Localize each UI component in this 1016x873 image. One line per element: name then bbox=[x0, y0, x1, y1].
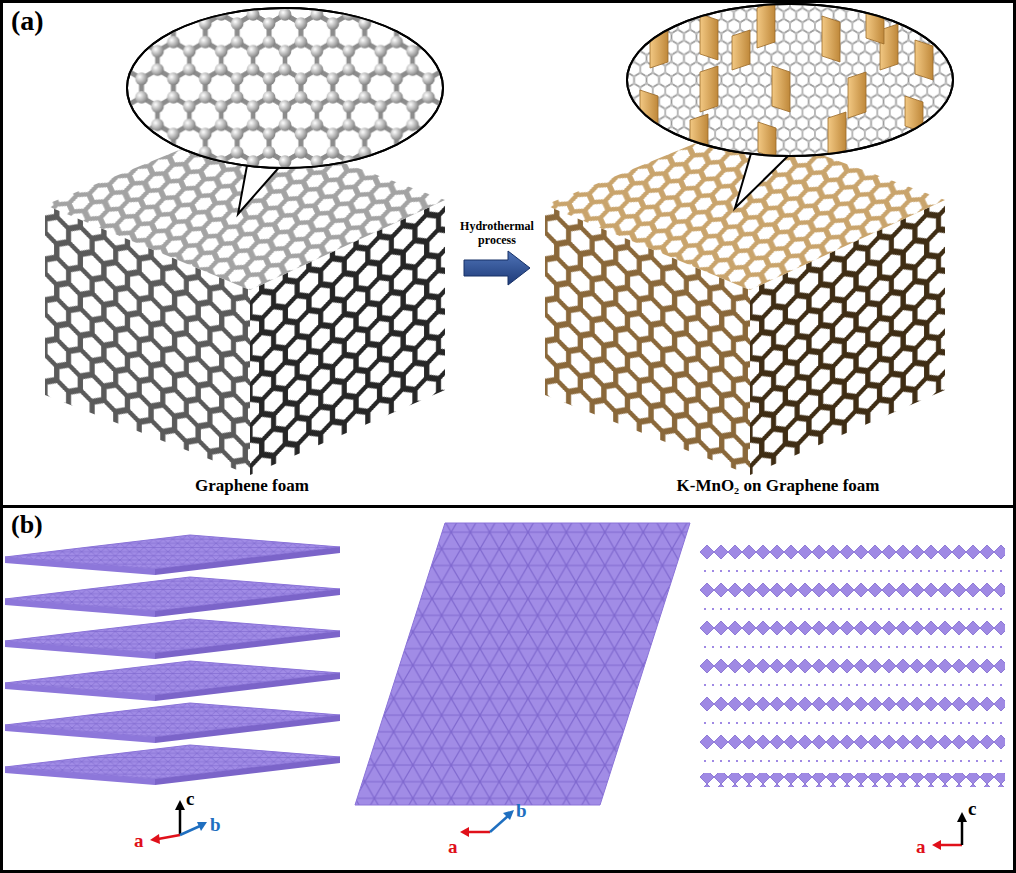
axis-label: b bbox=[210, 814, 221, 836]
panel-label: (b) bbox=[11, 510, 43, 540]
panel: (b) bbox=[0, 505, 1016, 873]
illustration-caption: Graphene foam bbox=[40, 476, 464, 496]
axis-label: c bbox=[186, 788, 194, 810]
side-view-layers bbox=[700, 545, 1005, 787]
panel-label: (a) bbox=[11, 5, 44, 37]
ab-plane-view bbox=[355, 523, 690, 805]
arrow-label: Hydrothermal process bbox=[454, 220, 540, 248]
zoom-bubble bbox=[120, 0, 450, 214]
axis-label: b bbox=[516, 800, 527, 822]
illustration-group: K-MnO₂ on Graphene foam bbox=[530, 120, 1016, 500]
kmno2-foam-illustration bbox=[545, 125, 945, 475]
illustration-group: Graphene foam bbox=[40, 120, 464, 500]
illustration-caption: K-MnO₂ on Graphene foam bbox=[530, 476, 1016, 496]
axis-label: a bbox=[448, 836, 458, 858]
axis-label: a bbox=[916, 836, 926, 858]
panel: (a) Graphene foam K-MnO₂ on Graphene foam bbox=[0, 0, 1016, 508]
graphene-foam-illustration bbox=[45, 125, 445, 475]
axis-label: c bbox=[968, 798, 976, 820]
axis-arrows bbox=[150, 800, 967, 850]
axis-label: a bbox=[134, 830, 144, 852]
mno2-nanosheets bbox=[640, 2, 933, 158]
process-arrow bbox=[464, 251, 530, 285]
zoom-bubble bbox=[620, 0, 960, 208]
layered-crystal-view bbox=[5, 535, 340, 785]
